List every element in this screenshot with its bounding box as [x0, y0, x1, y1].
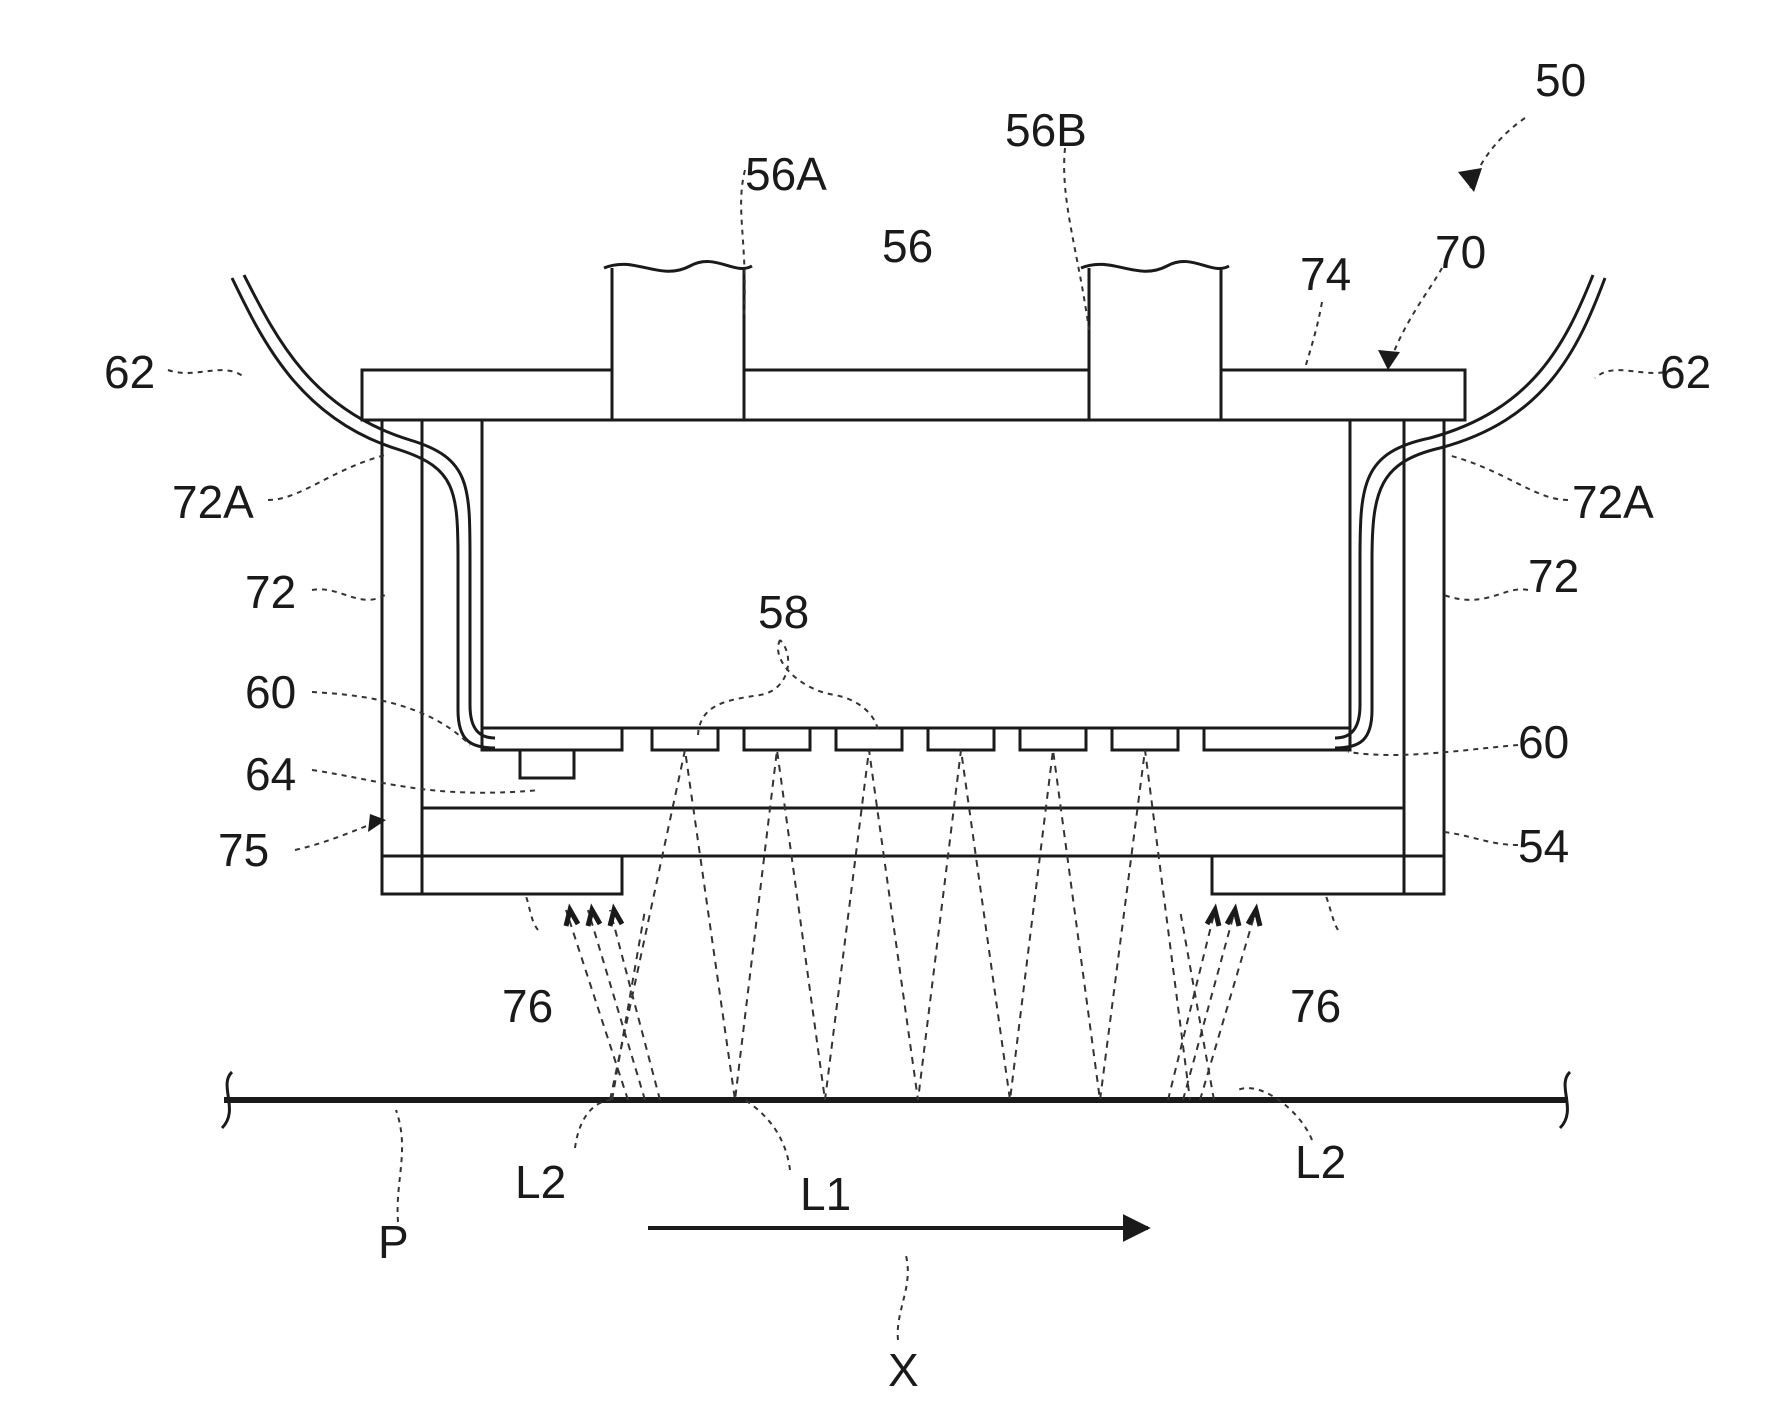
- label-60-right: 60: [1518, 716, 1569, 768]
- label-64: 64: [245, 748, 296, 800]
- light-l1: [610, 750, 1190, 1100]
- label-72-right: 72: [1528, 550, 1579, 602]
- plate-54: [422, 808, 1404, 856]
- sensor-64: [520, 750, 574, 778]
- nozzle-row-58: [482, 728, 1350, 750]
- label-60-left: 60: [245, 666, 296, 718]
- label-l1: L1: [800, 1168, 851, 1220]
- label-70: 70: [1435, 226, 1486, 278]
- label-72a-left: 72A: [172, 476, 254, 528]
- label-72a-right: 72A: [1572, 476, 1654, 528]
- label-56b: 56B: [1005, 104, 1087, 156]
- label-50: 50: [1535, 54, 1586, 106]
- label-56: 56: [882, 220, 933, 272]
- label-72-left: 72: [245, 566, 296, 618]
- label-75: 75: [218, 824, 269, 876]
- cable-62-right: [1335, 275, 1605, 748]
- light-l2-left: [566, 910, 660, 1100]
- label-54: 54: [1518, 820, 1569, 872]
- label-62-right: 62: [1660, 346, 1711, 398]
- light-l2-right: [1168, 910, 1260, 1100]
- label-x: X: [888, 1344, 919, 1396]
- label-58: 58: [758, 586, 809, 638]
- label-l2-left: L2: [515, 1156, 566, 1208]
- side-walls-72: [382, 420, 1444, 894]
- reference-labels: 50 56B 56A 56 70 74 62 62 72A 72A 72 72 …: [104, 54, 1711, 1396]
- label-62-left: 62: [104, 346, 155, 398]
- label-l2-right: L2: [1295, 1136, 1346, 1188]
- port-56b: [1081, 261, 1229, 420]
- bottom-walls-76: [382, 856, 1444, 894]
- label-74: 74: [1300, 248, 1351, 300]
- head-56: [482, 420, 1350, 728]
- label-p: P: [378, 1216, 409, 1268]
- medium-p: [222, 1072, 1570, 1128]
- cover-74: [362, 370, 1465, 420]
- label-56a: 56A: [745, 148, 827, 200]
- label-76-left: 76: [502, 980, 553, 1032]
- port-56a: [604, 261, 752, 420]
- label-76-right: 76: [1290, 980, 1341, 1032]
